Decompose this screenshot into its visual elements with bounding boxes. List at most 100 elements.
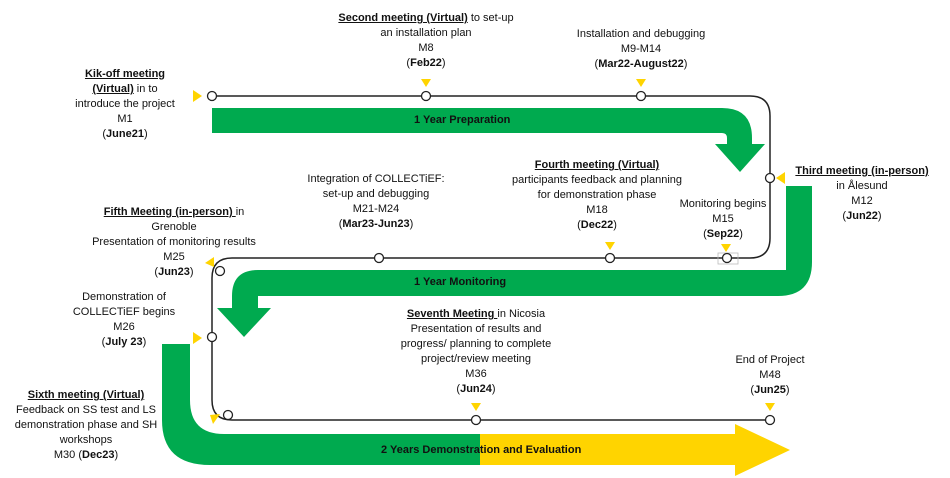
monitoring-date: Sep22 xyxy=(706,228,740,240)
fourth-text2: for demonstration phase xyxy=(537,189,657,201)
second-date: Feb22 xyxy=(410,57,442,69)
install-date: Mar22-August22 xyxy=(598,58,684,70)
sixth-text: Feedback on SS test and LS xyxy=(15,404,157,416)
seventh-month: M36 xyxy=(465,368,487,380)
fourth-month: M18 xyxy=(586,204,608,216)
sixth-title: Sixth meeting (Virtual) xyxy=(27,389,145,401)
milestone-pointers xyxy=(193,79,785,424)
milestone-nodes xyxy=(206,90,776,426)
milestone-integration: Integration of COLLECTiEF: set-up and de… xyxy=(307,173,445,230)
pointer-kickoff xyxy=(193,90,202,102)
kickoff-text2: introduce the project xyxy=(75,98,175,110)
kickoff-text: in to xyxy=(133,83,158,95)
third-month: M12 xyxy=(851,195,873,207)
integration-date: Mar23-Jun23 xyxy=(342,218,410,230)
milestone-third: Third meeting (in-person) in Ålesund M12… xyxy=(795,165,929,222)
pointer-demo xyxy=(193,332,202,344)
milestone-end: End of Project M48 (Jun25) xyxy=(735,354,805,396)
seventh-text2: Presentation of results and xyxy=(410,323,542,335)
fifth-title: Fifth Meeting (in-person) xyxy=(103,206,236,218)
node-integration xyxy=(373,252,385,264)
seventh-date: Jun24 xyxy=(460,383,492,395)
sixth-date: Dec23 xyxy=(82,449,115,461)
milestone-monitoring: Monitoring begins M15 (Sep22) xyxy=(679,198,767,240)
third-text: in Ålesund xyxy=(836,180,888,192)
second-title: Second meeting (Virtual) xyxy=(338,12,468,24)
kickoff-title2: (Virtual) xyxy=(92,83,134,95)
node-third xyxy=(764,172,776,184)
timeline-path xyxy=(211,95,771,421)
pointer-second xyxy=(421,79,431,87)
node-fourth xyxy=(604,252,616,264)
integration-month: M21-M24 xyxy=(352,203,400,215)
fifth-text2: Grenoble xyxy=(151,221,197,233)
phase-label-demonstration: 2 Years Demonstration and Evaluation xyxy=(381,444,582,456)
second-month: M8 xyxy=(418,42,434,54)
demo-month: M26 xyxy=(113,321,135,333)
fifth-date: Jun23 xyxy=(158,266,190,278)
pointer-install xyxy=(636,79,646,87)
phase-label-preparation: 1 Year Preparation xyxy=(414,114,511,126)
fifth-month: M25 xyxy=(163,251,185,263)
sixth-text2: demonstration phase and SH xyxy=(14,419,158,431)
fourth-date: Dec22 xyxy=(580,219,614,231)
milestone-fifth: Fifth Meeting (in-person) in Grenoble Pr… xyxy=(92,206,256,278)
end-month: M48 xyxy=(759,369,781,381)
third-title: Third meeting (in-person) xyxy=(795,165,929,177)
pointer-seventh xyxy=(471,403,481,411)
fifth-text: in xyxy=(235,206,245,218)
node-monitoring xyxy=(721,252,733,264)
milestone-seventh: Seventh Meeting in Nicosia Presentation … xyxy=(400,308,552,395)
pointer-monitoring xyxy=(721,244,731,252)
install-text: Installation and debugging xyxy=(576,28,706,40)
integration-text2: set-up and debugging xyxy=(322,188,430,200)
seventh-title: Seventh Meeting xyxy=(406,308,498,320)
seventh-text3: progress/ planning to complete xyxy=(400,338,552,350)
demo-date: July 23 xyxy=(105,336,143,348)
kickoff-title: Kik-off meeting xyxy=(84,68,166,80)
fourth-text: participants feedback and planning xyxy=(511,174,683,186)
second-text2: an installation plan xyxy=(380,27,472,39)
demo-text: Demonstration of xyxy=(82,291,166,303)
end-date: Jun25 xyxy=(754,384,786,396)
node-install xyxy=(635,90,647,102)
node-seventh xyxy=(470,414,482,426)
pointer-fifth xyxy=(205,257,214,267)
milestone-second: Second meeting (Virtual) to set-up an in… xyxy=(338,12,514,69)
milestone-install: Installation and debugging M9-M14 (Mar22… xyxy=(576,28,706,70)
node-second xyxy=(420,90,432,102)
milestone-fourth: Fourth meeting (Virtual) participants fe… xyxy=(511,159,683,231)
demonstration-arrow xyxy=(162,344,790,476)
integration-text: Integration of COLLECTiEF: xyxy=(307,173,445,185)
pointer-end xyxy=(765,403,775,411)
preparation-arrow xyxy=(212,108,765,172)
end-text: End of Project xyxy=(735,354,805,366)
node-demo xyxy=(206,331,218,343)
node-fifth xyxy=(214,265,226,277)
install-month: M9-M14 xyxy=(620,43,662,55)
monitoring-text: Monitoring begins xyxy=(679,198,767,210)
sixth-text3: workshops xyxy=(59,434,113,446)
milestone-sixth: Sixth meeting (Virtual) Feedback on SS t… xyxy=(14,389,158,461)
second-text: to set-up xyxy=(467,12,514,24)
node-kickoff xyxy=(206,90,218,102)
phase-label-monitoring: 1 Year Monitoring xyxy=(414,276,507,288)
fourth-title: Fourth meeting (Virtual) xyxy=(534,159,660,171)
pointer-third xyxy=(776,172,785,184)
seventh-text4: project/review meeting xyxy=(420,353,532,365)
fifth-text3: Presentation of monitoring results xyxy=(92,236,256,248)
sixth-month: M30 xyxy=(53,449,76,461)
milestone-demo: Demonstration of COLLECTiEF begins M26 (… xyxy=(72,291,176,348)
milestone-kickoff: Kik-off meeting (Virtual) in to introduc… xyxy=(75,68,175,140)
monitoring-month: M15 xyxy=(712,213,734,225)
kickoff-month: M1 xyxy=(117,113,133,125)
pointer-fourth xyxy=(605,242,615,250)
seventh-text: in Nicosia xyxy=(497,308,546,320)
pointer-sixth xyxy=(210,414,220,424)
demo-text2: COLLECTiEF begins xyxy=(72,306,176,318)
third-date: Jun22 xyxy=(846,210,878,222)
node-sixth xyxy=(222,409,234,421)
node-end xyxy=(764,414,776,426)
